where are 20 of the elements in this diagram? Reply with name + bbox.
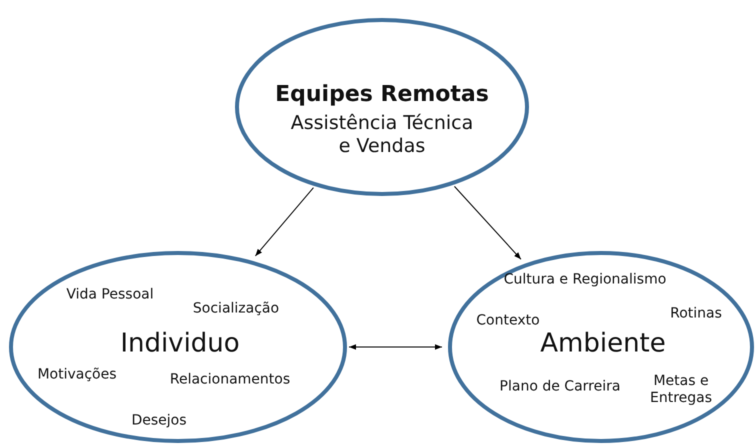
node-item: Motivações [36,366,118,384]
node-item: Cultura e Regionalismo [502,272,668,288]
node-title: Equipes Remotas [274,82,490,108]
node-title: Assistência Técnica e Vendas [290,112,474,158]
node-item: Metas e Entregas [648,373,714,407]
arrow [454,186,522,260]
ellipse-node [448,251,754,443]
node-title: Ambiente [539,328,667,360]
node-item: Rotinas [669,306,723,322]
node-title: Individuo [119,328,241,360]
node-item: Vida Pessoal [65,286,155,304]
arrow [348,344,442,350]
node-item: Contexto [475,312,541,330]
node-item: Desejos [130,412,188,430]
arrow [254,187,314,256]
node-item: Plano de Carreira [498,378,622,396]
ellipse-node [9,251,347,443]
ellipse-node [235,18,529,196]
node-item: Relacionamentos [168,372,292,388]
node-item: Socialização [192,300,280,318]
